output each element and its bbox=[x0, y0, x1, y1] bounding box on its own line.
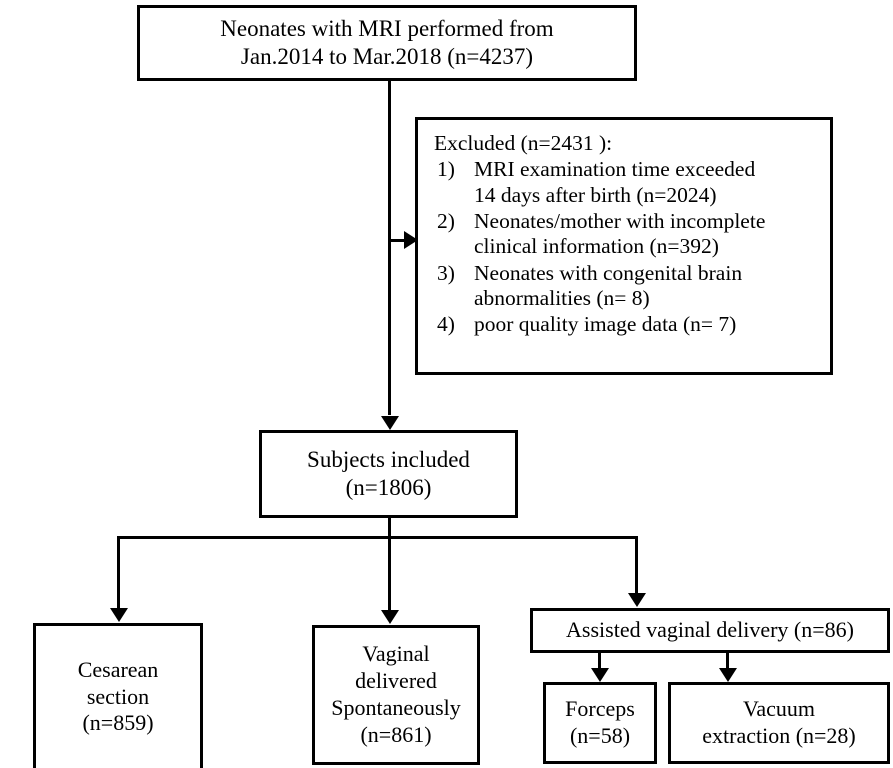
assisted-line-1: Assisted vaginal delivery (n=86) bbox=[566, 617, 854, 643]
node-subjects-included: Subjects included (n=1806) bbox=[259, 430, 518, 518]
node-cesarean-section: Cesarean section (n=859) bbox=[33, 623, 203, 768]
included-line-1: Subjects included bbox=[307, 446, 470, 472]
connector-split-bar bbox=[117, 536, 638, 539]
arrowhead-into-forceps bbox=[590, 668, 609, 682]
vaginal-line-4: (n=861) bbox=[360, 721, 432, 747]
list-item: 2) Neonates/mother with incomplete clini… bbox=[434, 209, 822, 260]
enrollment-line-1: Neonates with MRI performed from bbox=[220, 15, 554, 41]
cesarean-line-3: (n=859) bbox=[82, 710, 154, 736]
connector-included-trunk bbox=[388, 518, 391, 538]
list-item-line-2: 14 days after birth (n=2024) bbox=[474, 182, 717, 207]
node-assisted-vaginal-delivery: Assisted vaginal delivery (n=86) bbox=[530, 608, 890, 653]
list-item-line-1: poor quality image data (n= 7) bbox=[474, 312, 737, 337]
list-item-line-2: abnormalities (n= 8) bbox=[474, 286, 650, 311]
arrowhead-into-cesarean bbox=[109, 608, 128, 622]
forceps-line-1: Forceps bbox=[565, 696, 635, 722]
node-enrollment: Neonates with MRI performed from Jan.201… bbox=[137, 5, 637, 81]
connector-drop-vaginal bbox=[388, 536, 391, 610]
list-item-line-1: MRI examination time exceeded bbox=[474, 157, 756, 182]
node-vaginal-delivered-spontaneously: Vaginal delivered Spontaneously (n=861) bbox=[312, 625, 480, 765]
arrowhead-into-vacuum bbox=[718, 668, 737, 682]
connector-enrollment-trunk bbox=[388, 81, 391, 415]
enrollment-line-2: Jan.2014 to Mar.2018 (n=4237) bbox=[240, 44, 534, 69]
excluded-heading: Excluded (n=2431 ): bbox=[434, 131, 613, 155]
list-item-line-1: Neonates with congenital brain bbox=[474, 260, 743, 285]
node-vacuum-extraction: Vacuum extraction (n=28) bbox=[668, 682, 890, 764]
vacuum-line-2: extraction (n=28) bbox=[702, 723, 856, 748]
cesarean-line-1: Cesarean bbox=[77, 656, 159, 682]
vaginal-line-1: Vaginal bbox=[362, 641, 430, 667]
connector-to-excluded bbox=[388, 239, 410, 242]
arrowhead-into-assisted bbox=[627, 593, 646, 607]
included-line-2: (n=1806) bbox=[345, 475, 432, 500]
list-item-line-1: Neonates/mother with incomplete bbox=[474, 208, 766, 233]
list-item: 3) Neonates with congenital brain abnorm… bbox=[434, 261, 822, 312]
list-item: 4) poor quality image data (n= 7) bbox=[434, 312, 822, 337]
list-item-line-2: clinical information (n=392) bbox=[474, 234, 719, 259]
excluded-reason-list: 1) MRI examination time exceeded 14 days… bbox=[434, 157, 822, 338]
arrowhead-into-included bbox=[380, 416, 399, 430]
list-item-number: 2) bbox=[437, 208, 455, 233]
forceps-line-2: (n=58) bbox=[569, 723, 631, 748]
connector-drop-assisted bbox=[635, 536, 638, 593]
vaginal-line-2: delivered bbox=[355, 668, 437, 694]
arrowhead-to-excluded bbox=[404, 231, 418, 249]
connector-drop-forceps bbox=[598, 653, 601, 669]
node-excluded: Excluded (n=2431 ): 1) MRI examination t… bbox=[415, 117, 833, 375]
list-item-number: 3) bbox=[437, 260, 455, 285]
vaginal-line-3: Spontaneously bbox=[331, 695, 461, 720]
list-item: 1) MRI examination time exceeded 14 days… bbox=[434, 157, 822, 208]
vacuum-line-1: Vacuum bbox=[742, 696, 816, 722]
connector-drop-vacuum bbox=[726, 653, 729, 669]
connector-drop-cesarean bbox=[117, 536, 120, 608]
list-item-number: 1) bbox=[437, 157, 455, 182]
arrowhead-into-vaginal bbox=[380, 610, 399, 624]
cesarean-line-2: section bbox=[86, 683, 150, 709]
list-item-number: 4) bbox=[437, 312, 455, 337]
node-forceps: Forceps (n=58) bbox=[543, 682, 657, 764]
